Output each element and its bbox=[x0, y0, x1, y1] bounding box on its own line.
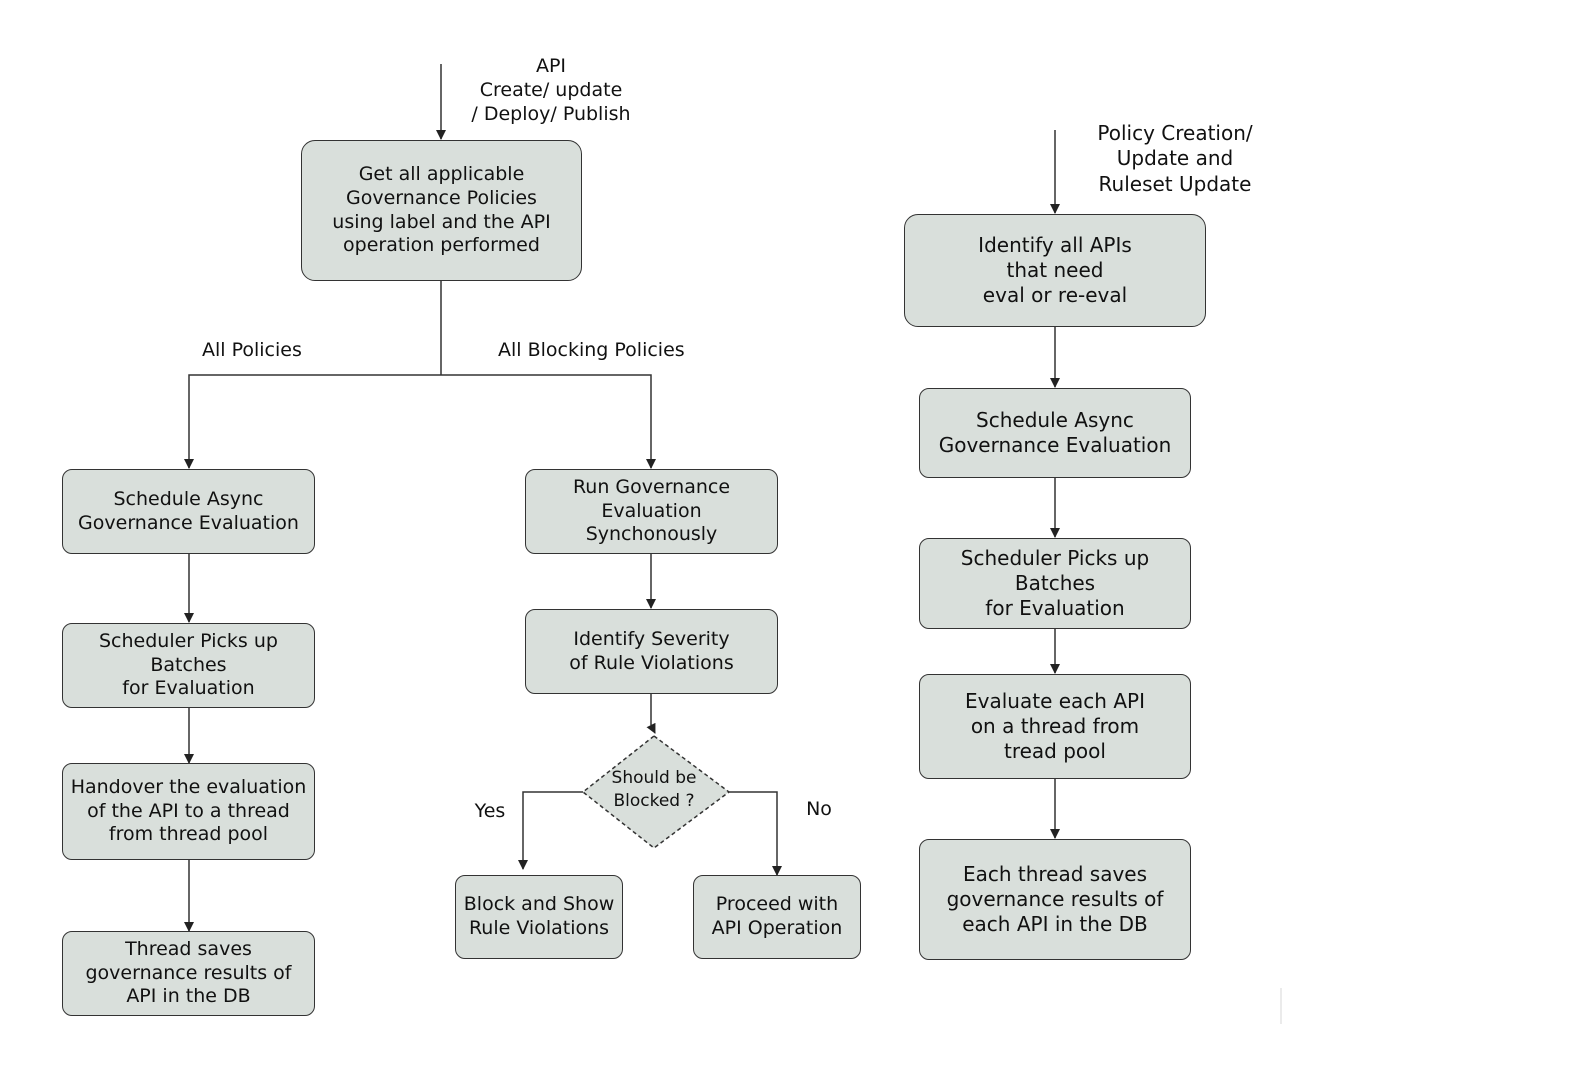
node-schedule-async-text: Schedule Async Governance Evaluation bbox=[78, 487, 299, 534]
node-thread-saves-text: Thread saves governance results of API i… bbox=[85, 937, 292, 1008]
node-identify-severity: Identify Severity of Rule Violations bbox=[525, 609, 778, 694]
node-right-scheduler-picks: Scheduler Picks up Batches for Evaluatio… bbox=[919, 538, 1191, 629]
node-right-schedule-async: Schedule Async Governance Evaluation bbox=[919, 388, 1191, 478]
node-scheduler-picks: Scheduler Picks up Batches for Evaluatio… bbox=[62, 623, 315, 708]
node-block-show: Block and Show Rule Violations bbox=[455, 875, 623, 959]
node-run-sync-text: Run Governance Evaluation Synchonously bbox=[572, 475, 731, 546]
node-handover-text: Handover the evaluation of the API to a … bbox=[70, 775, 307, 846]
decision-label: Should be Blocked ? bbox=[611, 768, 697, 811]
node-evaluate-each-text: Evaluate each API on a thread from tread… bbox=[965, 688, 1145, 764]
node-get-policies-text: Get all applicable Governance Policies u… bbox=[332, 162, 551, 257]
node-handover: Handover the evaluation of the API to a … bbox=[62, 763, 315, 860]
node-evaluate-each: Evaluate each API on a thread from tread… bbox=[919, 674, 1191, 779]
branch-label-yes: Yes bbox=[474, 800, 506, 822]
node-proceed: Proceed with API Operation bbox=[693, 875, 861, 959]
node-thread-saves: Thread saves governance results of API i… bbox=[62, 931, 315, 1016]
node-proceed-text: Proceed with API Operation bbox=[711, 893, 843, 939]
node-block-show-text: Block and Show Rule Violations bbox=[463, 893, 615, 939]
decision-diamond bbox=[581, 735, 731, 849]
arrow-all-policies bbox=[184, 374, 441, 469]
branch-label-blocking-policies: All Blocking Policies bbox=[498, 339, 685, 361]
node-right-schedule-async-text: Schedule Async Governance Evaluation bbox=[938, 407, 1172, 457]
node-identify-severity-text: Identify Severity of Rule Violations bbox=[569, 627, 734, 674]
node-schedule-async: Schedule Async Governance Evaluation bbox=[62, 469, 315, 554]
node-get-policies: Get all applicable Governance Policies u… bbox=[301, 140, 582, 281]
arrow-blocking-policies bbox=[441, 374, 656, 469]
node-identify-apis: Identify all APIs that need eval or re-e… bbox=[904, 214, 1206, 327]
arrow-sync-2 bbox=[646, 693, 656, 734]
node-run-sync: Run Governance Evaluation Synchonously bbox=[525, 469, 778, 554]
branch-label-no: No bbox=[806, 798, 832, 820]
node-identify-apis-text: Identify all APIs that need eval or re-e… bbox=[978, 232, 1132, 308]
arrow-yes bbox=[518, 791, 583, 870]
arrow-no bbox=[729, 791, 782, 876]
trigger-label-left: API Create/ update / Deploy/ Publish bbox=[471, 55, 631, 126]
node-scheduler-picks-text: Scheduler Picks up Batches for Evaluatio… bbox=[99, 629, 278, 700]
branch-label-all-policies: All Policies bbox=[202, 339, 302, 361]
node-each-thread-saves-text: Each thread saves governance results of … bbox=[946, 861, 1164, 937]
node-right-scheduler-picks-text: Scheduler Picks up Batches for Evaluatio… bbox=[960, 545, 1150, 621]
node-each-thread-saves: Each thread saves governance results of … bbox=[919, 839, 1191, 960]
trigger-label-right: Policy Creation/ Update and Ruleset Upda… bbox=[1097, 121, 1253, 196]
